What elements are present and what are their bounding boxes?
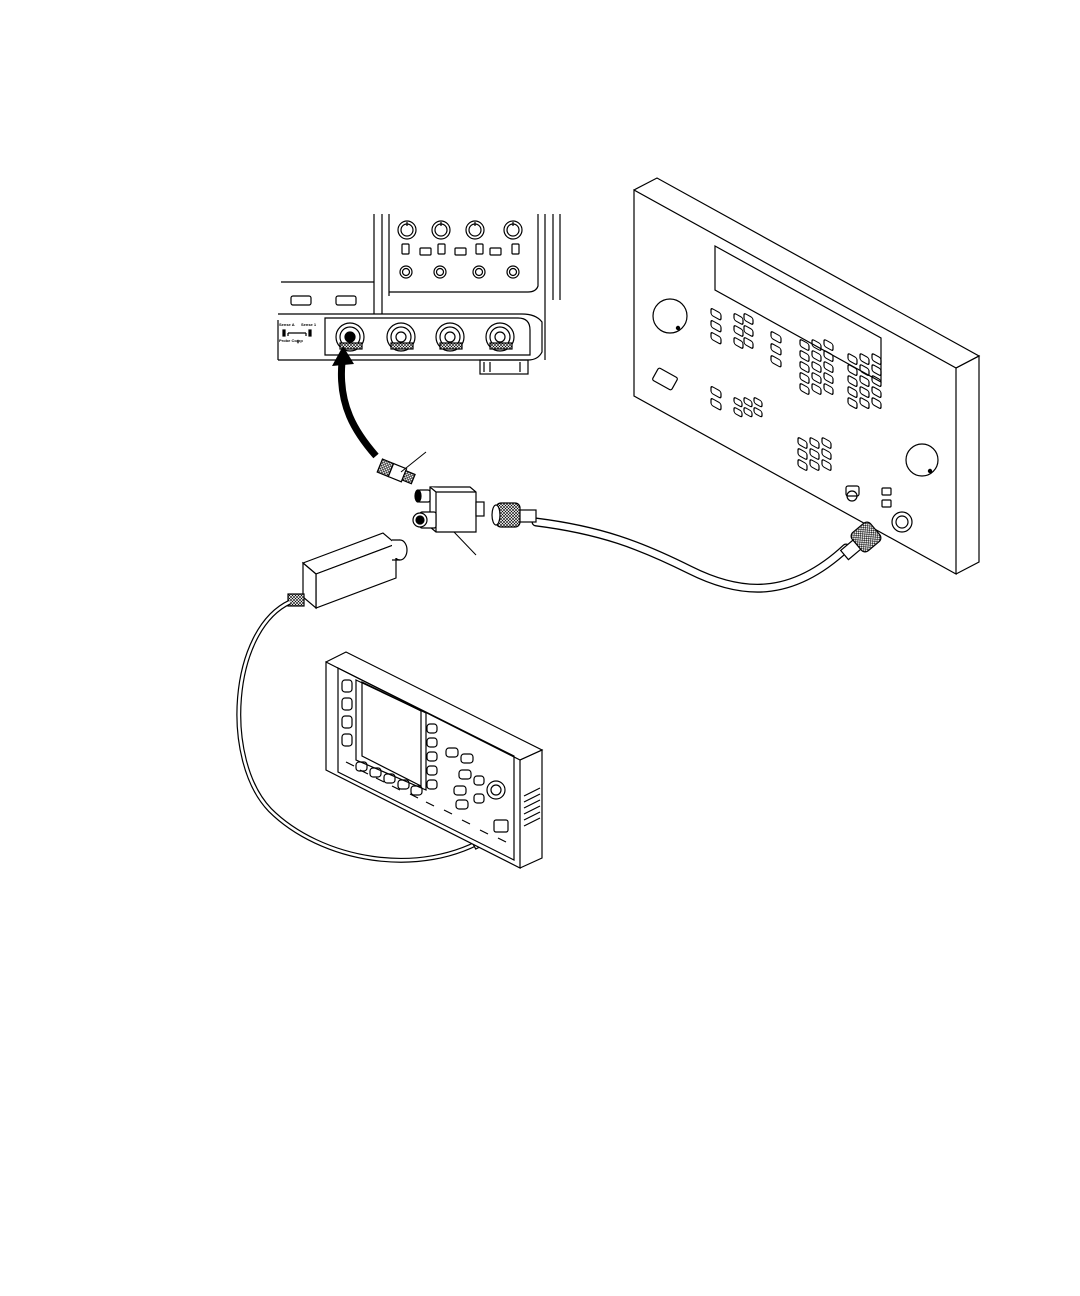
scope-label-sense-a: Sense A	[279, 322, 295, 327]
oscilloscope	[278, 214, 560, 374]
signal-generator	[634, 178, 979, 574]
scope-knob-row-2	[400, 266, 519, 278]
bnc-tee-adapter	[413, 487, 484, 532]
scope-knob-row-1	[398, 221, 522, 239]
leader-line-bnc	[401, 452, 426, 472]
scope-ground-symbol: ⏚	[296, 338, 300, 344]
bnc-connector	[377, 459, 416, 485]
scope-label-sense-1: Sense 1	[301, 322, 317, 327]
scope-button-row	[402, 244, 519, 255]
scope-channel-inputs	[336, 323, 514, 351]
connection-arrow	[332, 346, 376, 456]
power-sensor	[288, 533, 407, 608]
leader-line-tee	[454, 532, 476, 555]
power-meter	[326, 652, 542, 868]
cable-generator-to-tee	[492, 503, 883, 588]
